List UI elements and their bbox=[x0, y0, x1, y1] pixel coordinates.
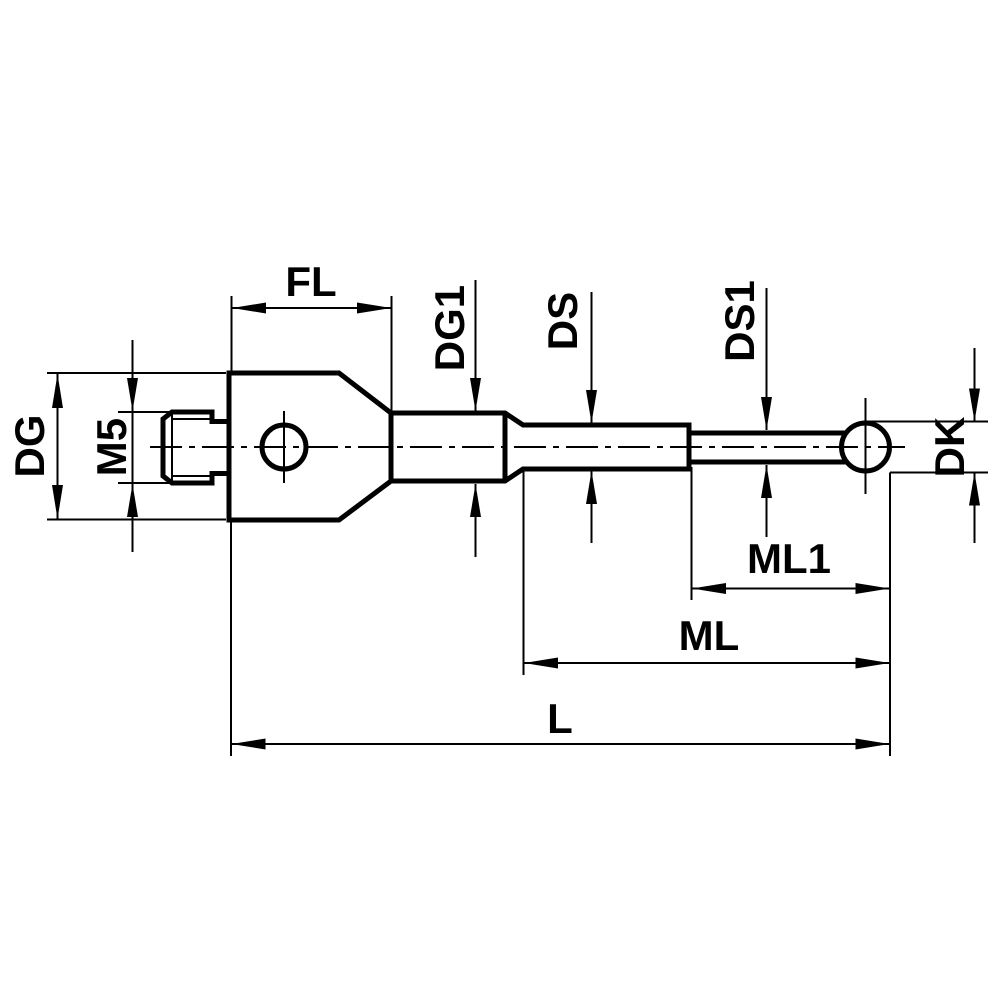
ds1-arrow-bottom bbox=[761, 465, 772, 498]
fl-arrow-right bbox=[357, 302, 391, 314]
dg1-arrow-bottom bbox=[470, 484, 481, 517]
dim-m5: M5 bbox=[88, 340, 170, 552]
m5-label: M5 bbox=[88, 418, 135, 476]
ds-arrow-top bbox=[586, 390, 597, 423]
ds1-label: DS1 bbox=[716, 280, 763, 362]
ml1-arrow-right bbox=[855, 583, 890, 594]
m5-arrow-bottom bbox=[127, 484, 138, 517]
dim-dg: DG bbox=[6, 372, 226, 521]
dim-ml: ML bbox=[522, 471, 890, 675]
dg-arrow-bottom bbox=[52, 485, 63, 519]
ds-arrow-bottom bbox=[586, 471, 597, 504]
dg1-arrow-top bbox=[470, 378, 481, 411]
l-arrow-left bbox=[231, 738, 266, 750]
ml-arrow-right bbox=[855, 657, 890, 669]
ds1-arrow-top bbox=[761, 397, 772, 430]
ml1-label: ML1 bbox=[747, 535, 831, 582]
dg-label: DG bbox=[6, 415, 53, 478]
fl-arrow-left bbox=[232, 302, 266, 314]
dg1-label: DG1 bbox=[426, 285, 473, 371]
ml1-arrow-left bbox=[692, 583, 726, 594]
l-label: L bbox=[547, 695, 573, 742]
dim-fl: FL bbox=[230, 258, 393, 411]
cross-hole bbox=[259, 422, 309, 472]
ds-label: DS bbox=[539, 292, 586, 350]
dim-ds: DS bbox=[539, 292, 597, 543]
dg-arrow-top bbox=[52, 374, 63, 408]
dk-arrow-bottom bbox=[969, 472, 980, 506]
ml-label: ML bbox=[679, 612, 740, 659]
dim-dk: DK bbox=[866, 348, 988, 543]
dim-ds1: DS1 bbox=[716, 280, 772, 537]
dk-label: DK bbox=[926, 417, 973, 478]
dim-dg1: DG1 bbox=[426, 280, 481, 557]
fl-label: FL bbox=[285, 258, 336, 305]
m5-arrow-top bbox=[127, 378, 138, 411]
ml-arrow-left bbox=[524, 657, 558, 669]
l-arrow-right bbox=[855, 738, 890, 750]
dim-ml1: ML1 bbox=[690, 467, 890, 600]
dim-l: L bbox=[230, 522, 890, 756]
dk-arrow-top bbox=[969, 388, 980, 422]
